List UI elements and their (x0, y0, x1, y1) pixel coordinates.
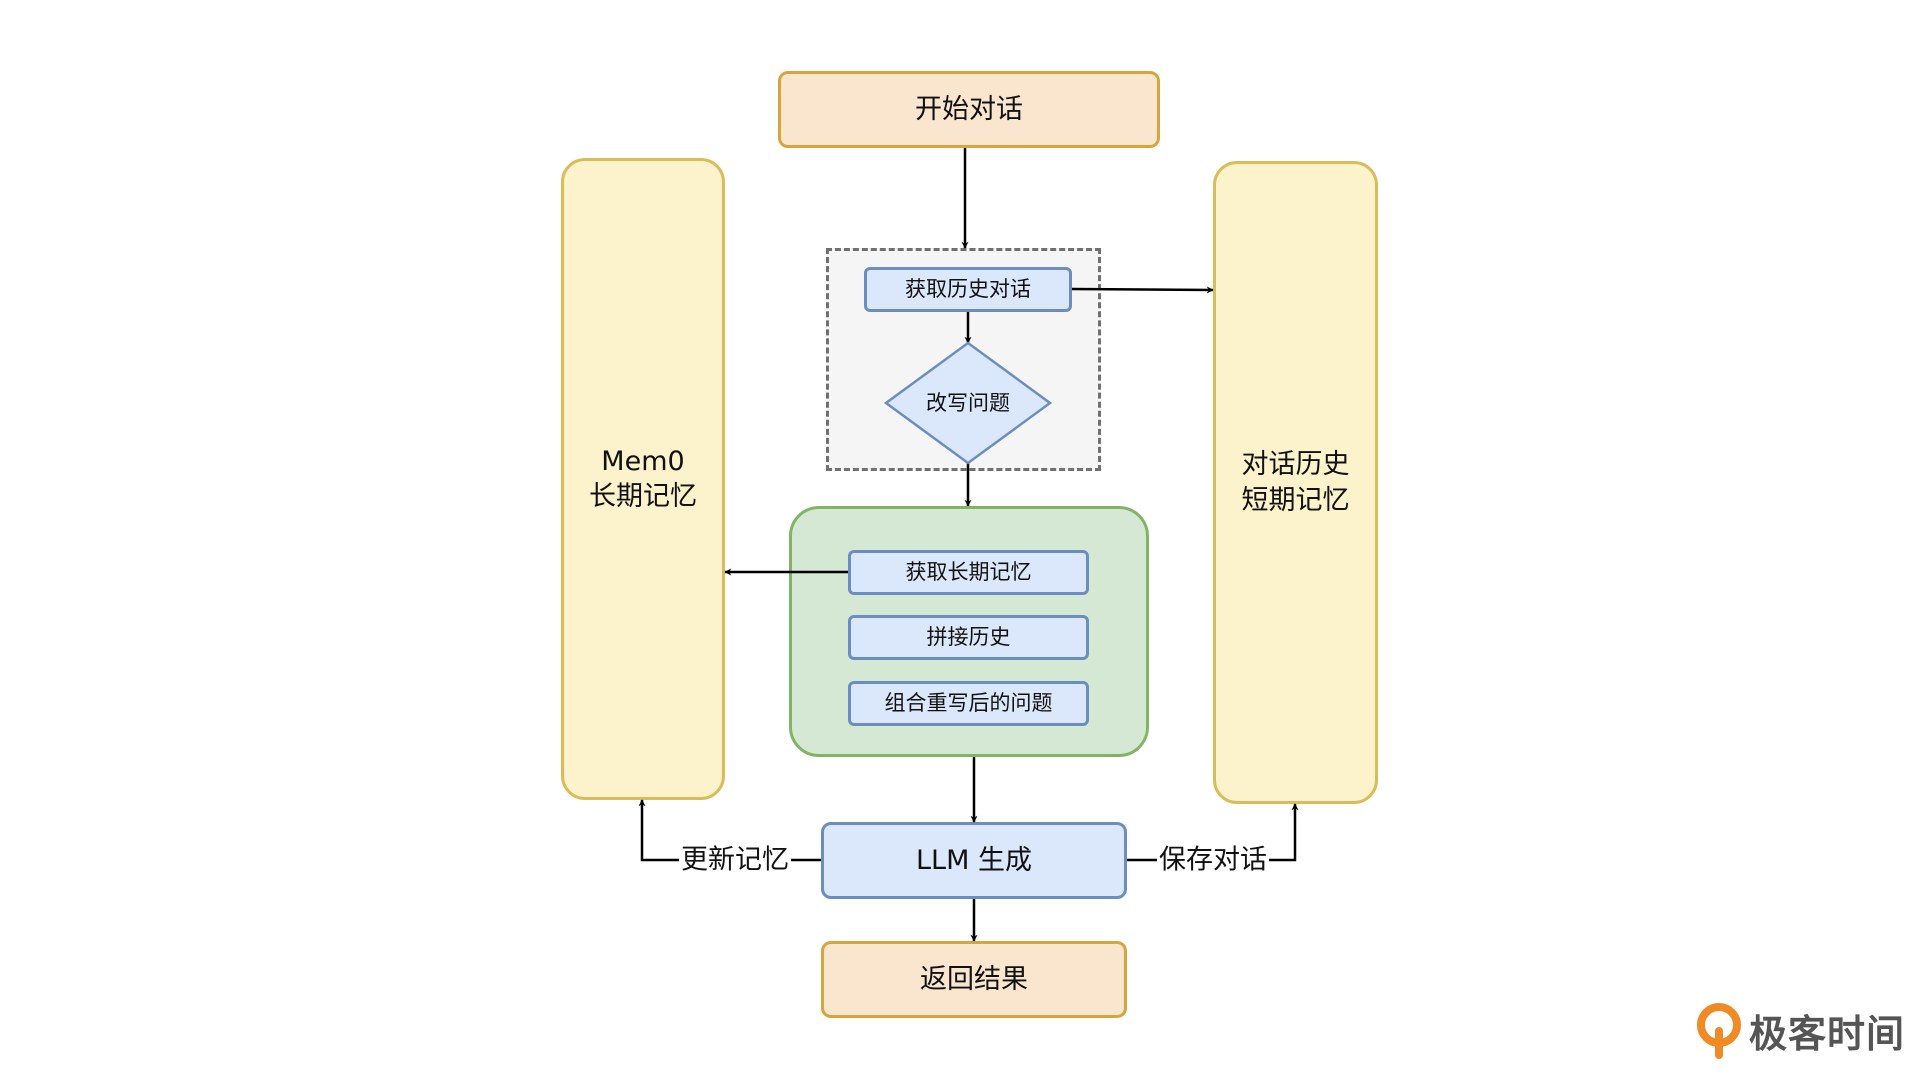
combine-rewritten-question-node: 组合重写后的问题 (848, 681, 1089, 726)
geektime-logo-icon (1697, 1003, 1741, 1059)
brand-logo-text: 极客时间 (1749, 1011, 1906, 1056)
rewrite-question-diamond (883, 341, 1053, 465)
shortterm-memory-title: 对话历史 (1241, 449, 1350, 481)
save-dialog-label: 保存对话 (1157, 844, 1269, 876)
longterm-memory-title: Mem0 (601, 445, 685, 477)
rewrite-question-label: 改写问题 (926, 391, 1010, 415)
start-dialog-node: 开始对话 (778, 71, 1160, 148)
update-memory-label: 更新记忆 (679, 844, 791, 876)
longterm-memory-subtitle: 长期记忆 (589, 481, 697, 512)
return-result-node: 返回结果 (821, 941, 1127, 1018)
edge-fetch-history-to-shortterm (1071, 286, 1214, 294)
llm-generate-node: LLM 生成 (821, 822, 1127, 899)
shortterm-memory-store: 对话历史 短期记忆 (1213, 161, 1378, 804)
concat-history-node: 拼接历史 (848, 615, 1089, 660)
longterm-memory-store: Mem0 长期记忆 (561, 158, 725, 800)
fetch-history-node: 获取历史对话 (864, 267, 1072, 312)
shortterm-memory-subtitle: 短期记忆 (1241, 484, 1350, 516)
fetch-longterm-memory-node: 获取长期记忆 (848, 550, 1089, 595)
brand-logo: 极客时间 (1695, 1000, 1905, 1060)
